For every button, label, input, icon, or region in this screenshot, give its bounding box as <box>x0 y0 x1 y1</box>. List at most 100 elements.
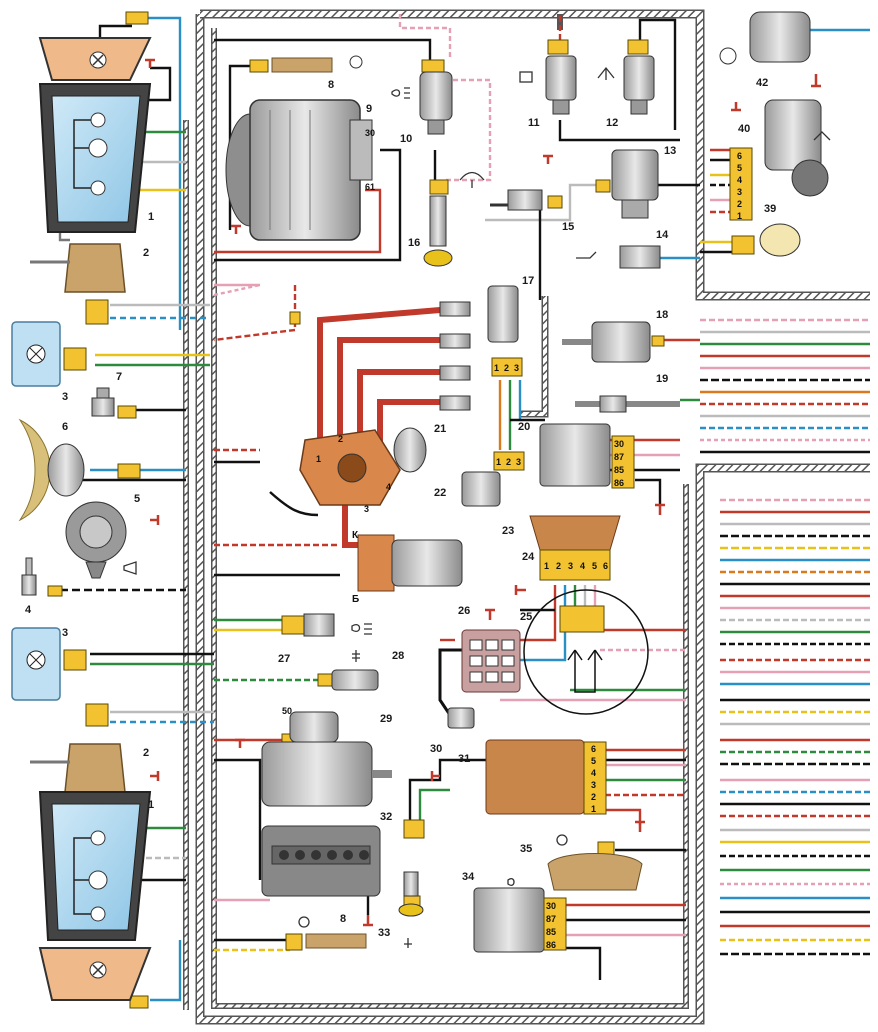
highlight-circle <box>523 589 649 715</box>
label-12: 12 <box>606 117 618 129</box>
connector-31-pin: 2 <box>591 792 596 802</box>
connector-17-pin: 1 <box>494 363 499 373</box>
label-14: 14 <box>656 229 669 241</box>
label-2-top: 2 <box>143 247 149 259</box>
label-25: 25 <box>520 611 532 623</box>
distributor-pin: 1 <box>316 454 321 464</box>
horn-5 <box>65 501 127 579</box>
component-2-top <box>30 243 126 293</box>
switch-24 <box>529 515 621 581</box>
label-17: 17 <box>522 275 534 287</box>
switch-4 <box>21 557 37 596</box>
generator-9 <box>225 99 373 241</box>
wiper-icon <box>813 131 831 141</box>
connector <box>249 59 269 73</box>
distributor-22 <box>269 427 427 517</box>
connector-40-pins: 6 5 4 3 2 1 <box>737 151 742 221</box>
label-2-bottom: 2 <box>143 747 149 759</box>
relay-34-pin: 85 <box>546 927 556 937</box>
connector <box>129 995 149 1009</box>
brake-fluid-icon <box>556 834 568 846</box>
wire-harness <box>183 9 870 1025</box>
label-7: 7 <box>116 371 122 383</box>
connector <box>651 335 665 347</box>
right-wire-bundle <box>700 318 870 956</box>
relay-20-pin: 30 <box>614 439 624 449</box>
label-39: 39 <box>764 203 776 215</box>
connector-17-pin: 3 <box>514 363 519 373</box>
label-20: 20 <box>518 421 530 433</box>
connector-31-pin: 4 <box>591 768 596 778</box>
relay-34-pin: 87 <box>546 914 556 924</box>
connector <box>285 933 303 951</box>
connector <box>117 405 137 419</box>
connector-31-pin: 1 <box>591 804 596 814</box>
label-gen-61: 61 <box>365 182 375 192</box>
label-26: 26 <box>458 605 470 617</box>
sensor-28 <box>331 669 379 691</box>
fan-6 <box>18 418 85 522</box>
connector <box>429 179 449 195</box>
label-31: 31 <box>458 753 470 765</box>
connector-23-pins: 1 2 3 <box>496 457 521 467</box>
label-3-bottom: 3 <box>62 627 68 639</box>
connector <box>595 179 611 193</box>
label-8-bottom: 8 <box>340 913 346 925</box>
ignition-coil-26 <box>357 534 463 592</box>
connector-40-pin: 5 <box>737 163 742 173</box>
connector <box>317 673 333 687</box>
coil-terminal-k: К <box>352 530 359 541</box>
connector-23-pin: 2 <box>506 457 511 467</box>
connector <box>289 311 301 325</box>
connector-24-pin: 6 <box>603 561 608 571</box>
label-1-bottom: 1 <box>148 799 154 811</box>
connector <box>627 39 649 55</box>
relay-12 <box>623 55 655 115</box>
component-labels: 1 2 3 7 6 5 4 3 2 1 8 9 30 61 10 11 12 1… <box>25 77 776 939</box>
horn-icon <box>123 561 137 575</box>
connector-24-pin: 4 <box>580 561 585 571</box>
label-gen-30: 30 <box>365 128 375 138</box>
label-28: 28 <box>392 650 404 662</box>
connector-24-pin: 5 <box>592 561 597 571</box>
label-21: 21 <box>434 423 446 435</box>
label-33: 33 <box>378 927 390 939</box>
sensor-18 <box>562 321 651 363</box>
connector <box>421 59 445 73</box>
connector <box>403 819 425 839</box>
sensor-7 <box>91 387 115 417</box>
connector <box>63 347 87 371</box>
connector-23-pin: 1 <box>496 457 501 467</box>
relay-11 <box>545 55 577 115</box>
temp-icon <box>352 650 360 662</box>
relay-34 <box>473 887 567 953</box>
lamp-3-bottom <box>11 627 61 701</box>
label-19: 19 <box>656 373 668 385</box>
fan-icon <box>719 47 737 65</box>
label-11: 11 <box>528 117 540 129</box>
sensor-15 <box>490 189 543 211</box>
label-4: 4 <box>25 604 32 616</box>
connector-17-pin: 2 <box>504 363 509 373</box>
relay-20-pin: 87 <box>614 452 624 462</box>
label-29: 29 <box>380 713 392 725</box>
sensor-23 <box>461 451 525 507</box>
label-9: 9 <box>366 103 372 115</box>
connector <box>731 235 755 255</box>
connector-24-pin: 1 <box>544 561 549 571</box>
sensor-27 <box>303 613 335 637</box>
wiper-icon <box>597 66 615 80</box>
distributor-pin: 2 <box>338 434 343 444</box>
label-27: 27 <box>278 653 290 665</box>
label-23: 23 <box>502 525 514 537</box>
relay-34-pin: 86 <box>546 940 556 950</box>
component-13 <box>611 149 659 219</box>
relay-20-pin: 86 <box>614 478 624 488</box>
connector-31-pins: 6 5 4 3 2 1 <box>591 744 596 814</box>
relay-20-pin: 85 <box>614 465 624 475</box>
connectors <box>47 11 755 1009</box>
distributor-pin: 4 <box>386 482 391 492</box>
headlight-top <box>38 37 152 233</box>
relay-34-pins: 30 87 85 86 <box>546 901 556 950</box>
